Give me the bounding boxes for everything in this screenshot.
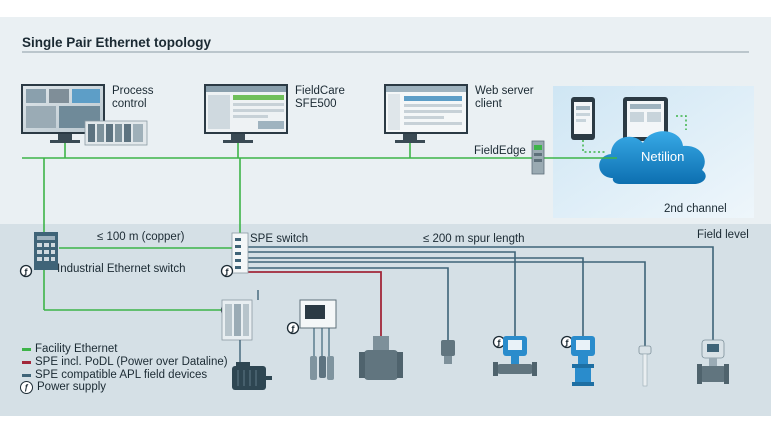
spe-apl-lines <box>246 246 714 346</box>
level-probe-icon <box>638 345 652 387</box>
copper-distance-label: ≤ 100 m (copper) <box>97 231 185 243</box>
svg-text:ƒ: ƒ <box>496 339 501 347</box>
field-level-label: Field level <box>697 229 749 241</box>
web-client-monitor-icon <box>384 84 468 143</box>
fieldcare-monitor-icon <box>204 84 288 143</box>
svg-text:ƒ: ƒ <box>564 339 569 347</box>
process-control-label-line1: Process <box>112 85 154 97</box>
fieldcare-label-line2: SFE500 <box>295 98 337 110</box>
analysis-transmitter-icon <box>299 299 337 380</box>
legend-swatch-green <box>22 348 31 351</box>
svg-text:ƒ: ƒ <box>23 268 28 276</box>
legend-item-spe-podl: SPE incl. PoDL (Power over Dataline) <box>22 356 228 369</box>
legend-item-power-supply: ƒ Power supply <box>20 381 106 394</box>
spe-podl-line <box>246 271 382 336</box>
motor-starter-icon <box>221 299 253 367</box>
web-server-label-line2: client <box>475 98 502 110</box>
legend-label: SPE compatible APL field devices <box>35 369 208 381</box>
lower-band <box>0 224 771 416</box>
phone-dotted-link <box>582 140 607 153</box>
fieldedge-device-icon <box>531 140 545 175</box>
legend-label: SPE incl. PoDL (Power over Dataline) <box>35 356 228 368</box>
power-supply-icon: ƒ <box>20 381 33 394</box>
industrial-switch-icon <box>34 232 58 270</box>
svg-text:ƒ: ƒ <box>224 268 229 276</box>
legend-label: Power supply <box>37 381 107 393</box>
spe-switch-label: SPE switch <box>250 233 309 245</box>
pressure-transmitter-icon <box>441 340 455 364</box>
process-control-label-line2: control <box>112 98 147 110</box>
spe-switch-icon <box>231 232 249 274</box>
second-channel-label: 2nd channel <box>664 203 727 215</box>
web-server-label-line1: Web server <box>475 85 534 97</box>
legend-swatch-blue <box>22 374 31 377</box>
vertical-flowmeter-icon <box>571 336 595 386</box>
netilion-label: Netilion <box>641 149 685 164</box>
plc-rack-icon <box>84 120 148 146</box>
fieldcare-label-line1: FieldCare <box>295 85 345 97</box>
phone-icon <box>571 97 595 140</box>
motor-icon <box>232 362 272 390</box>
legend-swatch-red <box>22 361 31 364</box>
diagram-title: Single Pair Ethernet topology <box>22 35 212 50</box>
spur-length-label: ≤ 200 m spur length <box>423 233 525 245</box>
flowmeter-display-icon <box>493 336 537 376</box>
cloud-dotted-link <box>676 115 687 130</box>
svg-text:ƒ: ƒ <box>290 325 295 333</box>
industrial-switch-label: Industrial Ethernet switch <box>57 263 186 275</box>
legend-item-facility-ethernet: Facility Ethernet <box>22 343 117 356</box>
tablet-icon <box>623 97 668 141</box>
fieldedge-label: FieldEdge <box>474 145 526 157</box>
netilion-cloud-icon <box>599 131 706 184</box>
legend-item-spe-apl: SPE compatible APL field devices <box>22 369 207 382</box>
inline-flowmeter-icon <box>697 339 729 384</box>
podl-flowmeter-icon <box>359 336 403 380</box>
legend-label: Facility Ethernet <box>35 343 118 355</box>
